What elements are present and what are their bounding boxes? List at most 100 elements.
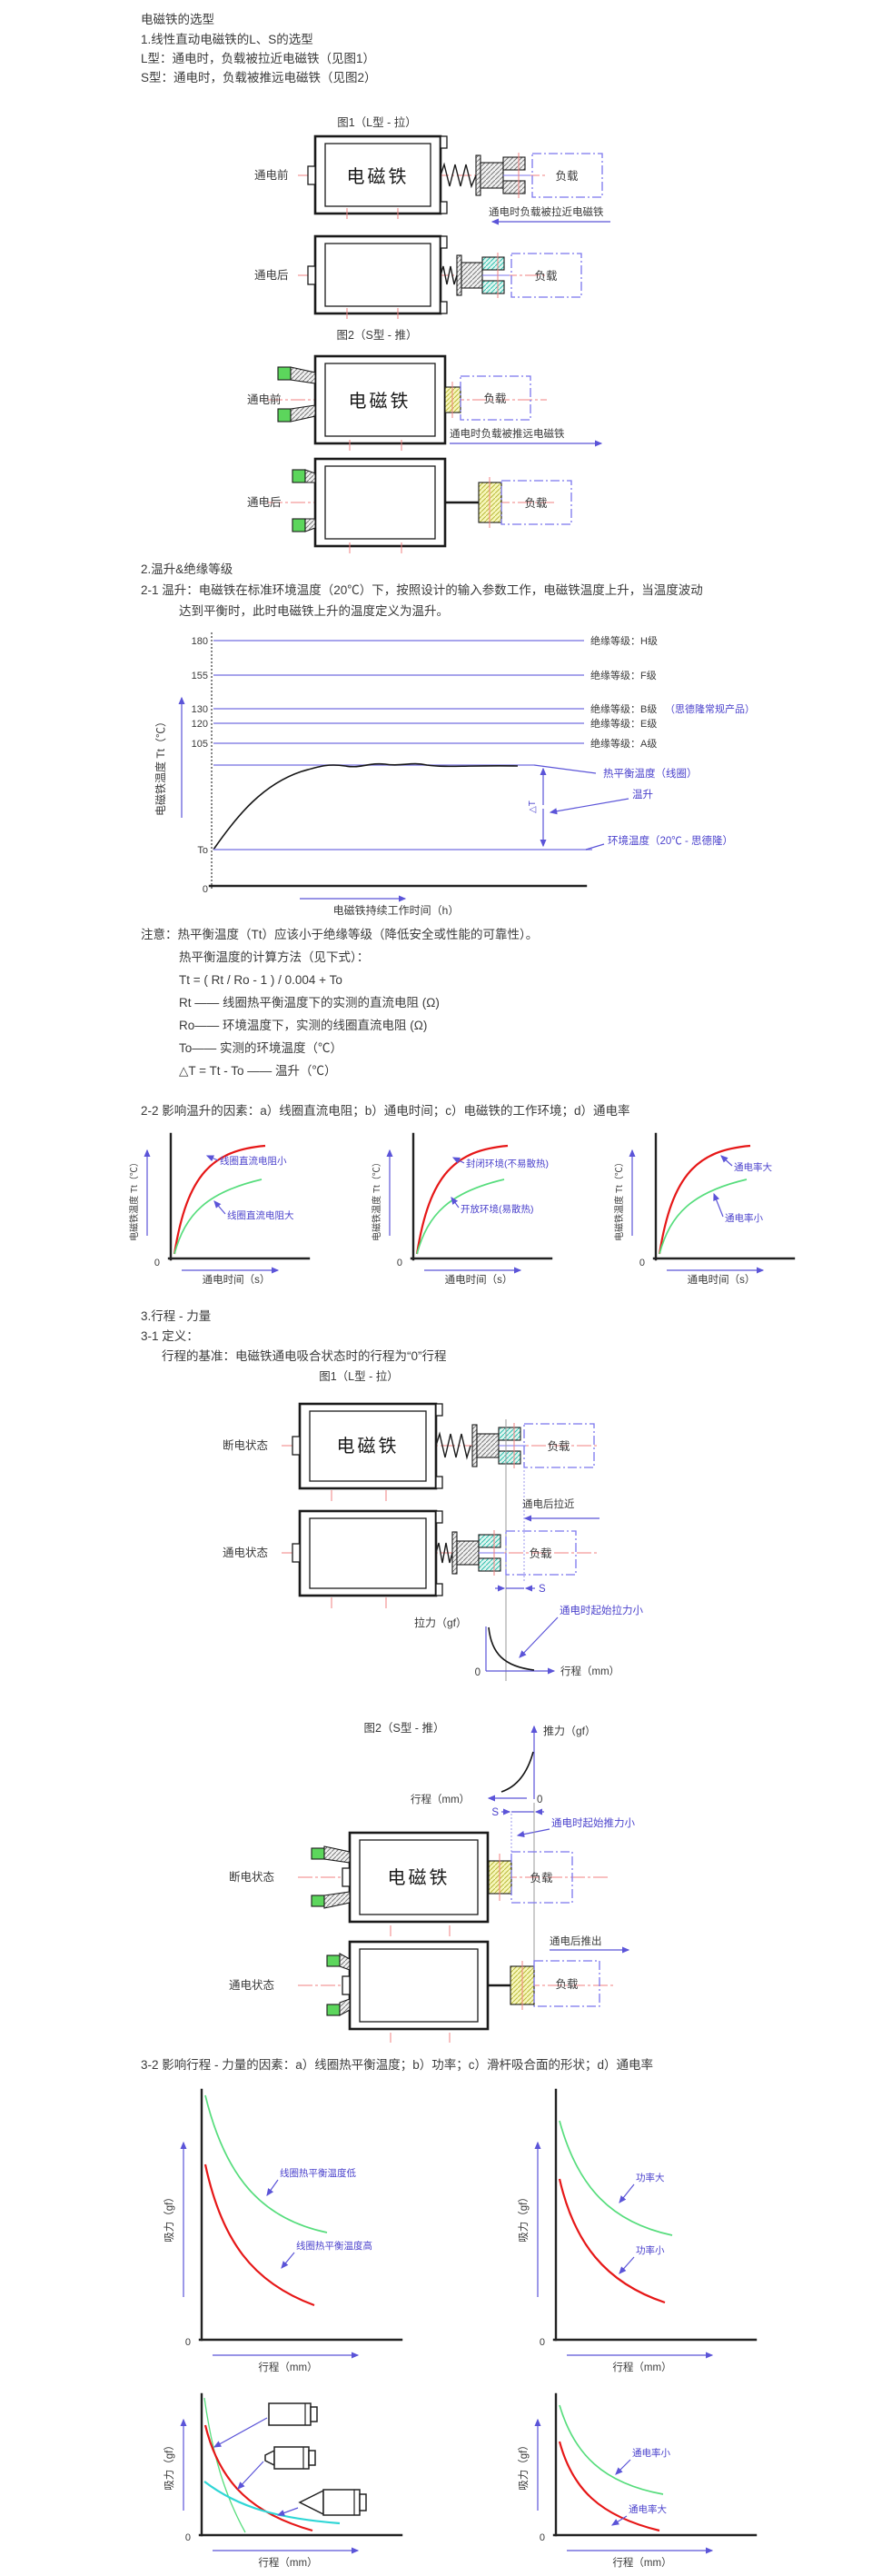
state-label-on: 通电状态	[229, 1979, 274, 1992]
doc-title: 电磁铁的选型	[141, 13, 214, 26]
load-label: 负载	[555, 170, 579, 183]
load-box	[510, 253, 582, 298]
red-curve-label: 功率小	[636, 2244, 665, 2256]
s3-sub: 3-1 定义：	[141, 1329, 199, 1343]
level-A: 绝缘等级：A级	[590, 737, 657, 750]
factor-charts-row: 电磁铁温度 Tt（℃） 0 通电时间（s） 线圈直流电阻小 线圈直流电阻大 电磁…	[128, 1132, 796, 1286]
equilibrium-callout	[533, 764, 597, 774]
push-force-axis-label: 推力（gf）	[543, 1725, 596, 1737]
load-box	[500, 480, 572, 525]
origin-zero: 0	[185, 2337, 191, 2348]
push-force-curve	[500, 1751, 534, 1793]
pull-force-curve	[488, 1626, 535, 1671]
tick-120: 120	[192, 719, 208, 730]
green-curve	[559, 2404, 664, 2495]
y-axis-label: 电磁铁温度 Tt（℃）	[128, 1158, 140, 1241]
magnet-label: 电磁铁	[388, 1867, 451, 1888]
y-axis-label: 吸力（gf）	[164, 2192, 175, 2243]
state-label-off: 断电状态	[223, 1438, 268, 1452]
s2-para-1: 2-1 温升：电磁铁在标准环境温度（20℃）下，按照设计的输入参数工作，电磁铁温…	[141, 583, 703, 597]
tick-130: 130	[192, 704, 208, 715]
plunger-clevis	[475, 153, 530, 198]
flat-face-plunger-icon	[268, 2402, 318, 2426]
origin-zero: 0	[540, 2532, 545, 2543]
insulation-level-lines	[213, 640, 584, 744]
load-label: 负载	[524, 497, 548, 510]
f31-pull-note: 通电后拉近	[522, 1497, 600, 1522]
y-axis-label: 电磁铁温度 Tt（℃）	[371, 1158, 382, 1241]
fig2-note-text: 通电时负载被推远电磁铁	[450, 427, 565, 440]
def-dt: △T = Tt - To —— 温升（℃）	[179, 1064, 337, 1078]
fig2-before-state: 电磁铁 负载 通电前	[247, 354, 547, 451]
pointed-cone-plunger-icon	[298, 2489, 367, 2516]
green-curve	[659, 1179, 748, 1255]
red-curve	[173, 1144, 266, 1255]
spring	[440, 162, 477, 189]
green-curve	[203, 2397, 246, 2533]
load-box	[523, 1423, 595, 1468]
factor-chart-duty-cycle: 电磁铁温度 Tt（℃） 0 通电时间（s） 通电率大 通电率小	[613, 1132, 796, 1286]
s2-para-2: 达到平衡时，此时电磁铁上升的温度定义为温升。	[179, 604, 449, 618]
cyan-curve	[203, 2481, 341, 2525]
tick-105: 105	[192, 739, 208, 750]
force-stroke-charts: 吸力（gf） 0 行程（mm） 线圈热平衡温度低 线圈热平衡温度高 吸力（gf）…	[164, 2088, 758, 2569]
red-curve-label: 线圈直流电阻小	[220, 1155, 287, 1167]
green-curve-label: 线圈直流电阻大	[227, 1209, 294, 1221]
load-label: 负载	[534, 270, 558, 283]
red-curve-label: 封闭环境(不易散热)	[466, 1158, 549, 1169]
s1-line1: 1.线性直动电磁铁的L、S的选型	[141, 33, 313, 46]
fig32-title: 图2（S型 - 推）	[363, 1722, 445, 1735]
f32-push-note: 通电后推出	[550, 1934, 630, 1954]
def-ro: Ro—— 环境温度下，实测的线圈直流电阻 (Ω)	[179, 1019, 428, 1032]
calc-title: 热平衡温度的计算方法（见下式）：	[179, 950, 370, 964]
fig1-note: 通电时负载被拉近电磁铁	[489, 205, 610, 225]
origin-zero: 0	[154, 1258, 160, 1268]
initial-pull-leader	[519, 1616, 559, 1658]
f31-on-state: 负载 通电状态	[223, 1509, 600, 1608]
def-to: To—— 实测的环境温度（℃）	[179, 1041, 343, 1055]
tick-155: 155	[192, 671, 208, 681]
plunger-pins-retracted	[326, 1953, 351, 2016]
pull-force-axis-label: 拉力（gf）	[414, 1616, 467, 1629]
red-curve	[415, 1144, 509, 1255]
state-label-after: 通电后	[247, 496, 282, 509]
f31-off-state: 电磁铁 负载 断电状态	[223, 1402, 600, 1501]
initial-push-note: 通电时起始推力小	[551, 1816, 635, 1829]
x-axis-label: 通电时间（s）	[203, 1274, 271, 1286]
rise-leader	[549, 798, 629, 815]
red-curve-label: 通电率大	[734, 1161, 772, 1173]
figure2-S-push: 电磁铁 负载 通电前 通电时负载被推远电磁铁 负载 通电后	[247, 354, 603, 553]
s22-heading: 2-2 影响温升的因素：a）线圈直流电阻；b）通电时间；c）电磁铁的工作环境；d…	[141, 1104, 630, 1118]
pull-note-text: 通电后拉近	[522, 1497, 575, 1510]
green-curve	[204, 2094, 328, 2233]
x-axis-label: 通电时间（s）	[445, 1274, 513, 1286]
figure3-1-L-pull: 电磁铁 负载 断电状态 通电后拉近	[223, 1402, 643, 1681]
origin-zero: 0	[185, 2532, 191, 2543]
factor-chart-environment: 电磁铁温度 Tt（℃） 0 通电时间（s） 封闭环境(不易散热) 开放环境(易散…	[371, 1132, 553, 1286]
green-curve-label: 通电率小	[725, 1212, 763, 1224]
plunger-pins	[277, 366, 316, 423]
s3-datum: 行程的基准：电磁铁通电吸合状态时的行程为“0”行程	[162, 1349, 447, 1363]
x-axis-label: 行程（mm）	[258, 2557, 317, 2569]
to-label: To	[197, 845, 208, 856]
state-label-before: 通电前	[247, 393, 282, 406]
origin-zero: 0	[475, 1667, 481, 1678]
magnet-label: 电磁铁	[347, 166, 410, 187]
s3-heading: 3.行程 - 力量	[141, 1309, 212, 1323]
temperature-rise-chart: 电磁铁温度 Tt（℃） 180 155 130 120 105 绝缘等级：H级 …	[154, 632, 755, 917]
plunger-pins-retracted	[292, 469, 316, 532]
state-label-after: 通电后	[254, 269, 289, 282]
fig2-title: 图2（S型 - 推）	[336, 329, 418, 342]
red-curve	[658, 1144, 751, 1255]
red-curve	[203, 2163, 315, 2307]
plunger-clevis	[471, 1423, 526, 1468]
level-B: 绝缘等级：B级	[590, 702, 657, 715]
f32-force-chart: 推力（gf） 行程（mm） 0 S 通电时起始推力小	[411, 1725, 635, 1838]
fig2-note: 通电时负载被推远电磁铁	[450, 427, 603, 447]
s1-line2: L型：通电时，负载被拉近电磁铁（见图1）	[141, 52, 376, 65]
y-axis-label: 吸力（gf）	[164, 2440, 175, 2491]
origin-zero: 0	[203, 884, 208, 895]
green-curve-label: 通电率小	[632, 2447, 670, 2459]
load-label: 负载	[555, 1978, 579, 1991]
